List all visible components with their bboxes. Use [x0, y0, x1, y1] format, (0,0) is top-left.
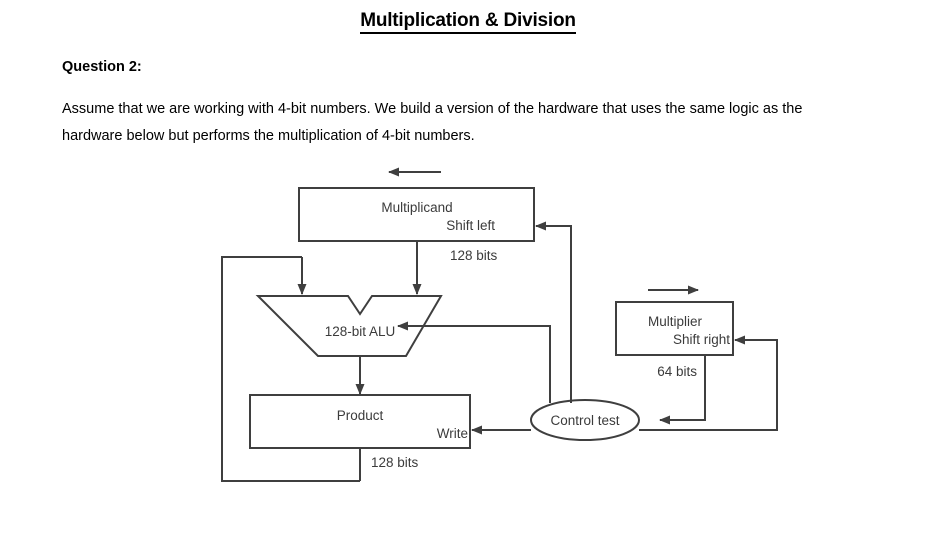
diagram-labels: Multiplicand Shift left 128 bits 128-bit… — [325, 200, 731, 470]
control-test-ellipse — [530, 399, 640, 441]
control-test-label: Control test — [550, 413, 619, 428]
multiplier-sublabel: Shift right — [673, 332, 730, 347]
control-to-multiplicand-wire — [555, 225, 572, 403]
multiplier-box — [615, 301, 734, 356]
product-out-label: 128 bits — [371, 455, 419, 470]
product-feedback-wire — [221, 256, 360, 482]
multiplier-out-label: 64 bits — [657, 364, 697, 379]
page-title-text: Multiplication & Division — [360, 10, 576, 34]
question-label: Question 2: — [62, 59, 142, 75]
alu-shape — [255, 295, 443, 357]
multiplicand-sublabel: Shift left — [446, 218, 495, 233]
control-to-multiplier-wire — [639, 339, 778, 431]
alu-label: 128-bit ALU — [325, 324, 396, 339]
control-to-alu-wire — [399, 325, 551, 403]
multiplicand-label: Multiplicand — [381, 200, 452, 215]
product-box — [249, 394, 471, 449]
multiplicand-out-label: 128 bits — [450, 248, 498, 263]
product-label: Product — [337, 408, 384, 423]
question-body: Assume that we are working with 4-bit nu… — [62, 101, 803, 144]
page-title: Multiplication & Division — [0, 10, 936, 34]
multiplier-label: Multiplier — [648, 314, 703, 329]
product-sublabel: Write — [437, 426, 468, 441]
multiplication-hardware-diagram: Multiplicand Shift left 128 bits 128-bit… — [0, 150, 936, 510]
